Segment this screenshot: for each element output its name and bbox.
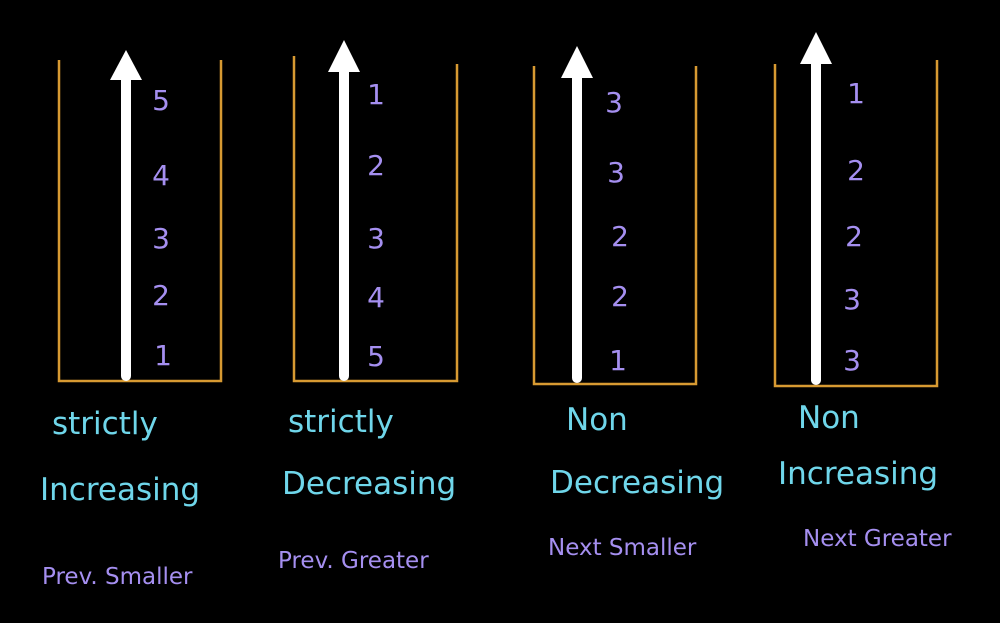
stack-note: Prev. Smaller — [42, 564, 193, 590]
stack-label-line1: Non — [798, 400, 860, 436]
stack-value: 2 — [611, 280, 629, 313]
stack-note: Next Smaller — [548, 535, 697, 561]
stack-value: 3 — [843, 283, 861, 316]
stack-label-line1: strictly — [288, 404, 394, 440]
stack-value: 5 — [367, 340, 385, 373]
stack-value: 3 — [843, 344, 861, 377]
stack-value: 4 — [367, 281, 385, 314]
stack-note: Next Greater — [803, 526, 952, 552]
stack-value: 5 — [152, 84, 170, 117]
stack-4: 1 2 2 3 3 Non Increasing Next Greater — [773, 32, 952, 552]
stack-value: 3 — [367, 222, 385, 255]
stack-value: 1 — [154, 339, 172, 372]
stack-value: 3 — [605, 86, 623, 119]
stack-label-line1: Non — [566, 402, 628, 438]
stack-container — [773, 60, 939, 388]
stack-value: 3 — [152, 222, 170, 255]
stack-value: 1 — [367, 78, 385, 111]
up-arrow-icon — [328, 40, 360, 381]
stack-value: 3 — [607, 156, 625, 189]
stack-value: 1 — [847, 77, 865, 110]
stack-2: 1 2 3 4 5 strictly Decreasing Prev. Grea… — [278, 40, 459, 574]
stack-value: 1 — [609, 344, 627, 377]
up-arrow-icon — [561, 46, 593, 383]
stack-note: Prev. Greater — [278, 548, 429, 574]
stack-value: 4 — [152, 159, 170, 192]
stack-value: 2 — [845, 220, 863, 253]
stack-label-line2: Decreasing — [550, 465, 724, 501]
stack-1: 5 4 3 2 1 strictly Increasing Prev. Smal… — [40, 50, 223, 590]
stack-container — [57, 60, 223, 383]
stack-value: 2 — [367, 149, 385, 182]
stack-label-line2: Decreasing — [282, 466, 456, 502]
stack-value: 2 — [152, 279, 170, 312]
stack-container — [532, 66, 698, 386]
stack-3: 3 3 2 2 1 Non Decreasing Next Smaller — [532, 46, 724, 561]
up-arrow-icon — [110, 50, 142, 381]
up-arrow-icon — [800, 32, 832, 385]
stack-container — [292, 56, 459, 383]
stack-value: 2 — [611, 220, 629, 253]
stack-label-line2: Increasing — [778, 456, 938, 492]
stack-label-line2: Increasing — [40, 472, 200, 508]
stack-value: 2 — [847, 154, 865, 187]
stack-label-line1: strictly — [52, 406, 158, 442]
